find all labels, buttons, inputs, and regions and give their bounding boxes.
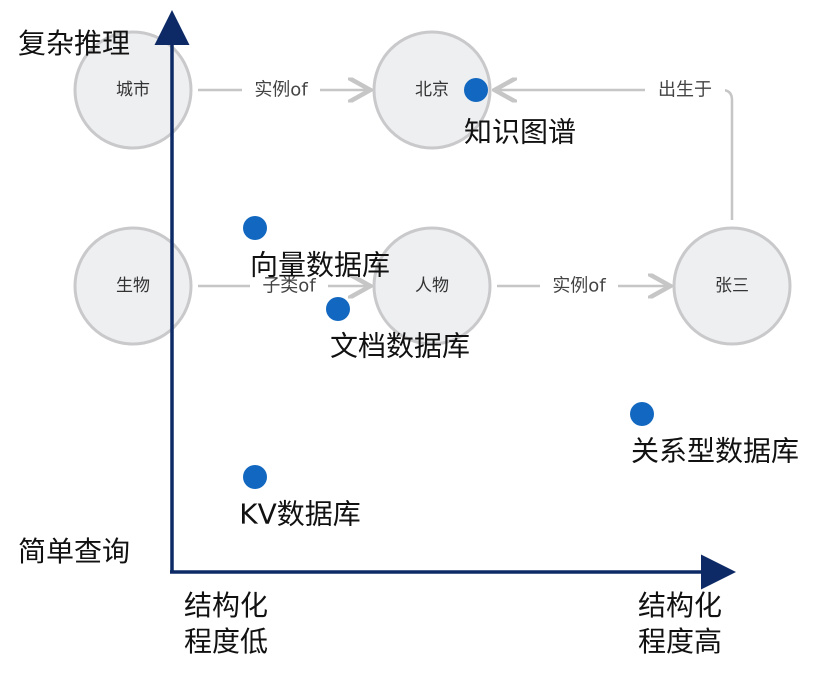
database-label: 文档数据库 [330, 330, 470, 363]
database-point [464, 78, 488, 102]
edge-label: 实例of [552, 276, 606, 297]
x-axis-right-label: 结构化 [638, 589, 722, 622]
x-axis-right-label: 程度高 [638, 625, 722, 658]
edge-label: 出生于 [658, 80, 712, 101]
graph-node [672, 226, 792, 346]
graph-node [372, 226, 492, 346]
x-axis-left-label: 结构化 [184, 589, 268, 622]
database-point [243, 216, 267, 240]
database-label: 向量数据库 [250, 249, 390, 282]
database-point [243, 465, 267, 489]
database-label: 关系型数据库 [631, 435, 799, 468]
graph-node [372, 30, 492, 150]
y-axis-top-label: 复杂推理 [18, 27, 130, 60]
graph-node-label: 北京 [415, 80, 449, 100]
edge-label: 子类of [262, 276, 316, 297]
edge-label: 实例of [254, 80, 308, 101]
database-point [326, 297, 350, 321]
graph-node-label: 生物 [116, 276, 150, 296]
database-label: KV数据库 [239, 498, 361, 531]
graph-node [73, 30, 193, 150]
database-point [630, 402, 654, 426]
graph-node-label: 张三 [715, 276, 749, 296]
edge-zhangsan-beijing [497, 90, 734, 220]
graph-node-label: 人物 [415, 276, 449, 296]
x-axis-left-label: 程度低 [184, 625, 268, 658]
database-label: 知识图谱 [464, 116, 576, 149]
y-axis-bottom-label: 简单查询 [18, 535, 130, 568]
graph-node [73, 226, 193, 346]
graph-node-label: 城市 [116, 80, 150, 100]
